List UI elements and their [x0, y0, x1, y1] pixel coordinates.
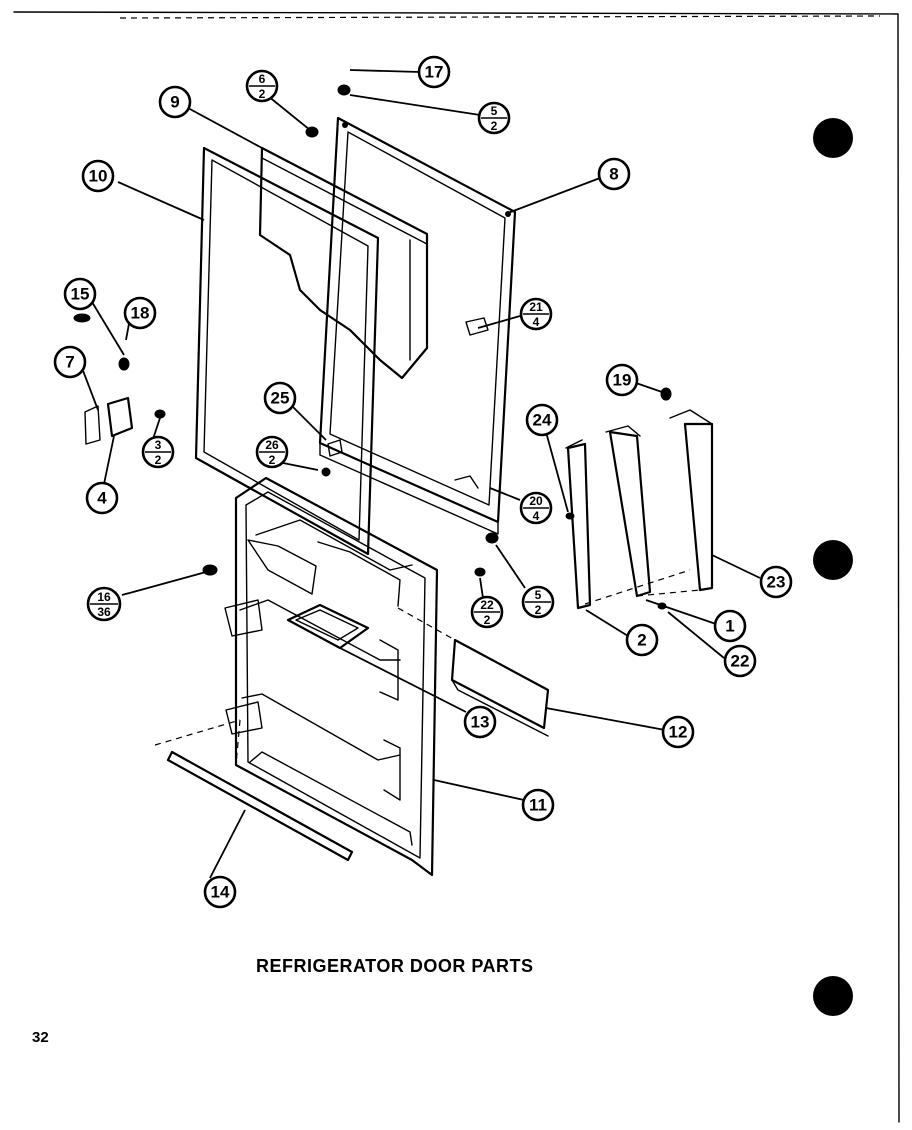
callout-label: 10 [89, 167, 108, 186]
fraction-bottom: 4 [533, 315, 540, 329]
top-edge-mark [119, 15, 881, 19]
part-hinge-brackets [565, 409, 714, 610]
callout-17: 17 [417, 55, 451, 89]
callout-label: 1 [725, 617, 734, 636]
callout-label: 17 [425, 63, 444, 82]
callout-7: 7 [53, 345, 87, 379]
callout-label: 7 [65, 353, 74, 372]
callout-label: 8 [609, 165, 618, 184]
fraction-bottom: 4 [533, 509, 540, 523]
fraction-bottom: 2 [535, 603, 542, 617]
callout-25: 25 [263, 381, 297, 415]
callout-19: 19 [605, 363, 639, 397]
callout-18: 18 [123, 296, 157, 330]
callout-label: 24 [533, 411, 552, 430]
fraction-callout-20-4: 20 4 [519, 491, 553, 525]
binder-hole-bottom [813, 976, 853, 1016]
fraction-callout-16-36: 16 36 [86, 586, 122, 622]
callout-label: 23 [767, 573, 786, 592]
callout-12: 12 [661, 715, 695, 749]
part-handle-bracket [84, 396, 134, 445]
callout-label: 9 [170, 93, 179, 112]
callout-14: 14 [203, 875, 237, 909]
callout-label: 15 [71, 285, 90, 304]
part-foam-insulation [258, 146, 429, 380]
part-door-liner [224, 476, 439, 877]
callout-1: 1 [713, 609, 747, 643]
callout-8: 8 [597, 157, 631, 191]
fraction-top: 20 [529, 494, 543, 508]
callout-9: 9 [158, 85, 192, 119]
callout-11: 11 [521, 788, 555, 822]
fraction-callout-22-2: 22 2 [470, 595, 504, 629]
callout-label: 2 [637, 631, 646, 650]
fraction-top: 22 [480, 598, 494, 612]
fraction-callout-3-2: 3 2 [141, 435, 175, 469]
sheet-border [13, 11, 900, 1123]
fraction-top: 5 [491, 104, 498, 118]
callout-label: 19 [613, 371, 632, 390]
callout-2: 2 [625, 623, 659, 657]
fraction-top: 6 [259, 72, 266, 86]
fraction-top: 21 [529, 300, 543, 314]
callout-24: 24 [525, 403, 559, 437]
callout-label: 14 [211, 883, 230, 902]
part-outer-door [318, 116, 517, 535]
binder-hole-middle [813, 540, 853, 580]
callout-label: 12 [669, 723, 688, 742]
part-bottom-strip [154, 719, 354, 862]
diagram-caption: REFRIGERATOR DOOR PARTS [256, 956, 534, 976]
binder-hole-top [813, 118, 853, 158]
fraction-bottom: 2 [155, 453, 162, 467]
fraction-bottom: 2 [269, 453, 276, 467]
page-number: 32 [32, 1029, 49, 1046]
callout-label: 18 [131, 304, 150, 323]
fraction-callout-5-2-bottom: 5 2 [521, 585, 555, 619]
part-door-gasket [194, 146, 380, 556]
callout-23: 23 [759, 565, 793, 599]
fraction-callout-21-4: 21 4 [519, 297, 553, 331]
callout-label: 11 [529, 796, 547, 815]
fraction-callout-26-2: 26 2 [255, 435, 289, 469]
callout-label: 22 [731, 652, 750, 671]
callout-10: 10 [81, 159, 115, 193]
callout-15: 15 [63, 277, 97, 311]
fraction-bottom: 2 [491, 119, 498, 133]
fraction-top: 3 [155, 438, 162, 452]
fraction-bottom: 36 [97, 605, 111, 619]
fraction-top: 26 [265, 438, 279, 452]
fraction-bottom: 2 [484, 613, 491, 627]
fasteners [73, 84, 672, 610]
fraction-bottom: 2 [259, 87, 266, 101]
fraction-callout-5-2-top: 5 2 [477, 101, 511, 135]
callout-label: 4 [97, 489, 107, 508]
fraction-top: 16 [97, 590, 111, 604]
callout-22: 22 [723, 644, 757, 678]
callout-13: 13 [463, 705, 497, 739]
part-shelf-trim [397, 607, 550, 737]
callout-label: 13 [471, 713, 490, 732]
fraction-top: 5 [535, 588, 542, 602]
part-dairy-door [286, 603, 370, 650]
callout-label: 25 [271, 389, 290, 408]
fraction-callout-6-2: 6 2 [245, 69, 279, 103]
callout-4: 4 [85, 481, 119, 515]
